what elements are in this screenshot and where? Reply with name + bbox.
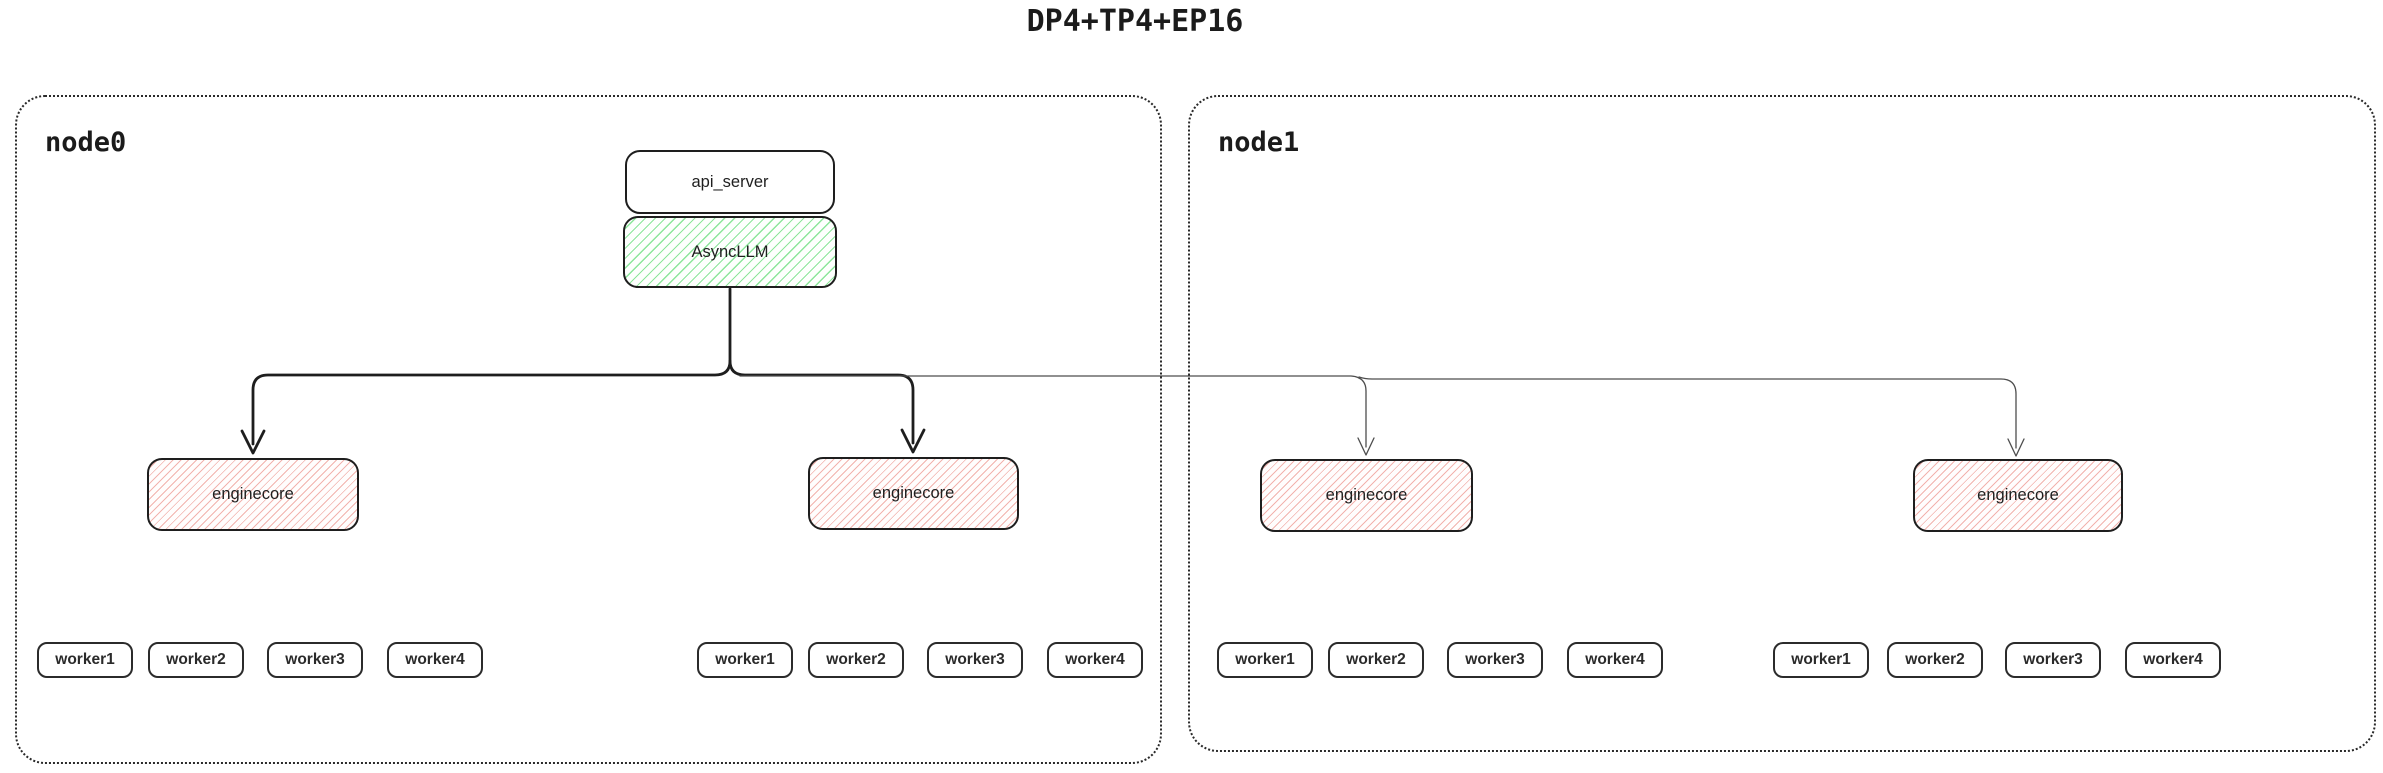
node1-ec1-worker3: worker3 xyxy=(1447,642,1543,678)
node0-ec1-worker3: worker3 xyxy=(267,642,363,678)
node0-container: node0 xyxy=(15,95,1162,764)
api-server-box: api_server xyxy=(625,150,835,214)
node0-ec1-worker2: worker2 xyxy=(148,642,244,678)
node0-ec2-worker1: worker1 xyxy=(697,642,793,678)
node1-ec2-worker2: worker2 xyxy=(1887,642,1983,678)
node0-enginecore2-box: enginecore xyxy=(808,457,1019,530)
node0-enginecore1-box: enginecore xyxy=(147,458,359,531)
node1-ec2-worker4: worker4 xyxy=(2125,642,2221,678)
node1-ec2-worker1: worker1 xyxy=(1773,642,1869,678)
node0-ec2-worker4: worker4 xyxy=(1047,642,1143,678)
node1-enginecore1-box: enginecore xyxy=(1260,459,1473,532)
node0-ec1-worker4: worker4 xyxy=(387,642,483,678)
node1-ec1-worker4: worker4 xyxy=(1567,642,1663,678)
asyncllm-box: AsyncLLM xyxy=(623,216,837,288)
node1-enginecore2-box: enginecore xyxy=(1913,459,2123,532)
node0-ec1-worker1: worker1 xyxy=(37,642,133,678)
node0-ec2-worker2: worker2 xyxy=(808,642,904,678)
node1-label: node1 xyxy=(1218,127,1300,158)
diagram-title: DP4+TP4+EP16 xyxy=(1026,4,1244,39)
node1-container: node1 xyxy=(1188,95,2376,752)
node0-ec2-worker3: worker3 xyxy=(927,642,1023,678)
node1-ec2-worker3: worker3 xyxy=(2005,642,2101,678)
node1-ec1-worker1: worker1 xyxy=(1217,642,1313,678)
node1-ec1-worker2: worker2 xyxy=(1328,642,1424,678)
node0-label: node0 xyxy=(45,127,127,158)
